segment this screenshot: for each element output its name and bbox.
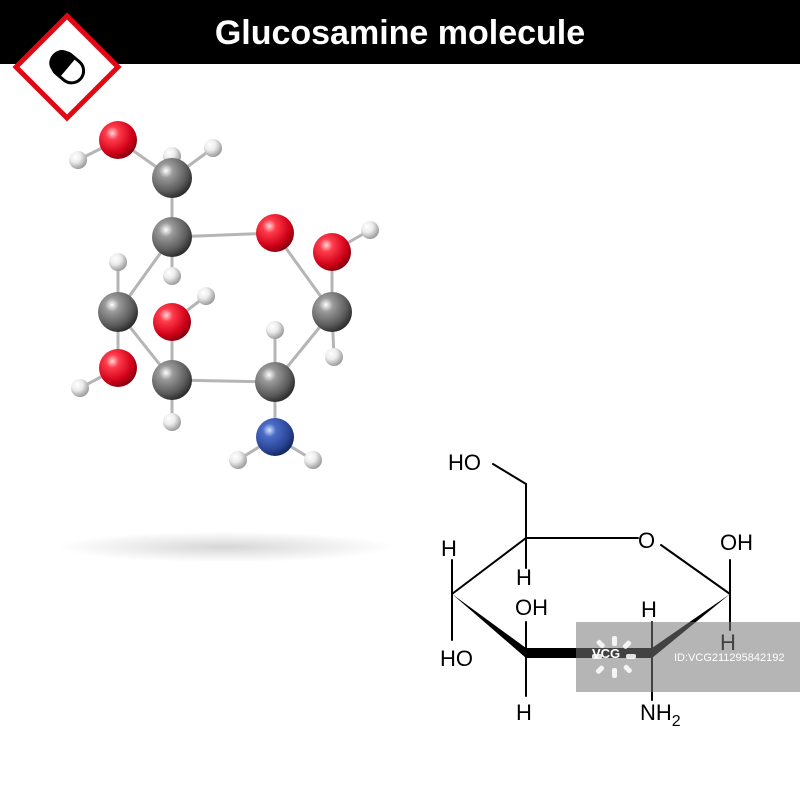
carbon-atom (152, 360, 192, 400)
hydrogen-atom (304, 451, 322, 469)
label-oh-c3: OH (515, 595, 548, 620)
nitrogen-atom (256, 418, 294, 456)
page-title: Glucosamine molecule (214, 14, 586, 52)
label-ho-top: HO (448, 450, 481, 475)
oxygen-atom (313, 233, 351, 271)
watermark-logo-text: VCG (592, 646, 621, 661)
carbon-atom (152, 158, 192, 198)
hydrogen-atom (197, 287, 215, 305)
label-ring-oxygen: O (638, 528, 655, 553)
hydrogen-atom (71, 379, 89, 397)
hydrogen-atom (361, 221, 379, 239)
structural-formula (451, 463, 731, 701)
hydrogen-atom (266, 321, 284, 339)
label-ho-c4: HO (440, 646, 473, 671)
carbon-atom (98, 292, 138, 332)
label-h-left: H (441, 536, 457, 561)
watermark-overlay: VCG ID:VCG211295842192 (576, 622, 800, 692)
watermark-logo-icon (592, 636, 636, 678)
hydrogen-atom (69, 151, 87, 169)
carbon-atom (255, 362, 295, 402)
formula-labels: HO O OH H H OH H HO H H NH2 (440, 450, 753, 730)
hydrogen-atom (109, 253, 127, 271)
label-h-c5: H (516, 565, 532, 590)
label-nh2-n: NH (640, 700, 672, 725)
oxygen-atom (256, 214, 294, 252)
hydrogen-atom (229, 451, 247, 469)
oxygen-atom (99, 121, 137, 159)
model-shadow (60, 532, 390, 562)
hydrogen-atom (325, 348, 343, 366)
oxygen-atom (99, 349, 137, 387)
label-h-c3: H (516, 700, 532, 725)
label-nh2-sub: 2 (672, 713, 681, 730)
label-oh-right: OH (720, 530, 753, 555)
label-h-c2: H (641, 597, 657, 622)
capsule-badge (12, 12, 122, 122)
watermark-id: ID:VCG211295842192 (674, 652, 785, 664)
carbon-atom (152, 217, 192, 257)
oxygen-atom (153, 303, 191, 341)
hydrogen-atom (204, 139, 222, 157)
capsule-pill-icon (49, 14, 91, 85)
hydrogen-atom (163, 267, 181, 285)
carbon-atom (312, 292, 352, 332)
model-atoms (69, 121, 379, 469)
hydrogen-atom (163, 413, 181, 431)
wedge-bond-left (452, 594, 526, 658)
title-bar (0, 0, 800, 64)
label-nh2: NH2 (640, 700, 681, 730)
